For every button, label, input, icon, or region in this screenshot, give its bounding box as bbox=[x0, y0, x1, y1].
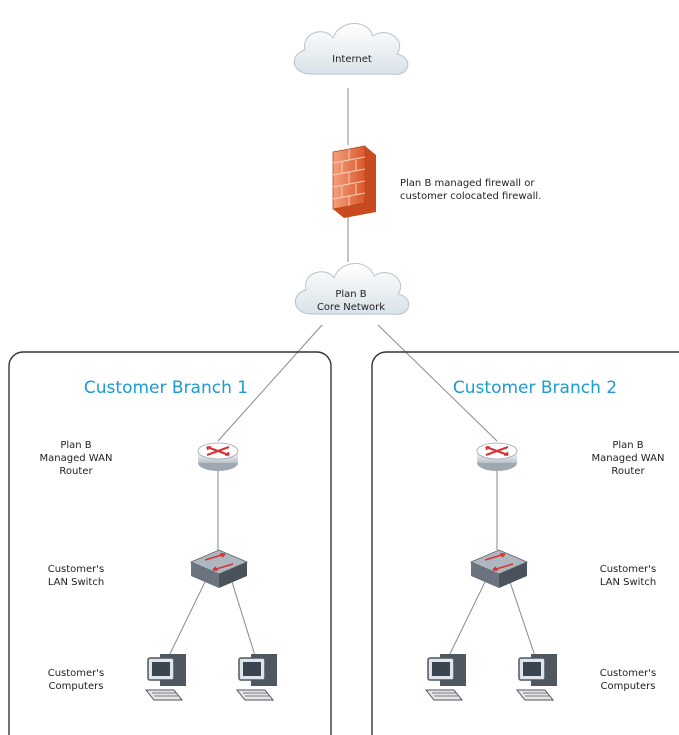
core-network-cloud: Plan B Core Network bbox=[294, 262, 410, 316]
branch-2-router-label-line-2: Managed WAN bbox=[592, 453, 665, 464]
branch-1: Customer Branch 1 Plan B Managed WAN Rou… bbox=[40, 378, 278, 701]
branch-2-box bbox=[371, 351, 679, 735]
core-network-label-line-1: Plan B bbox=[335, 289, 366, 300]
branch-1-switch-label-line-1: Customer's bbox=[48, 564, 105, 575]
branch-1-router-label-line-1: Plan B bbox=[60, 440, 91, 451]
computer-icon bbox=[425, 653, 467, 701]
branch-1-title: Customer Branch 1 bbox=[84, 378, 248, 398]
branch-1-box bbox=[8, 351, 332, 735]
switch-icon bbox=[470, 549, 528, 589]
branch-2-switch-label-line-2: LAN Switch bbox=[600, 577, 656, 588]
branch-2-computers-label-line-1: Customer's bbox=[600, 668, 657, 679]
branch-2: Customer Branch 2 Plan B Managed WAN Rou… bbox=[425, 378, 665, 701]
link-core-router-1 bbox=[217, 324, 323, 442]
branch-1-router-label-line-2: Managed WAN bbox=[40, 453, 113, 464]
branch-1-computers-label-line-2: Computers bbox=[49, 681, 104, 692]
computer-icon bbox=[516, 653, 558, 701]
branch-2-router-label-line-3: Router bbox=[611, 466, 645, 477]
firewall-icon bbox=[332, 145, 376, 218]
link-switch-computer-1a bbox=[165, 581, 206, 663]
firewall-note-line-2: customer colocated firewall. bbox=[400, 191, 541, 202]
connection-lines bbox=[165, 88, 538, 663]
internet-cloud: Internet bbox=[293, 22, 409, 76]
switch-icon bbox=[190, 549, 248, 589]
link-switch-computer-1b bbox=[231, 581, 258, 663]
cloud-icon bbox=[293, 22, 409, 76]
branch-2-title: Customer Branch 2 bbox=[453, 378, 617, 398]
branch-1-computers-label-line-1: Customer's bbox=[48, 668, 105, 679]
link-core-router-2 bbox=[377, 324, 498, 442]
branch-1-router-label-line-3: Router bbox=[59, 466, 93, 477]
router-icon bbox=[476, 442, 518, 472]
computer-icon bbox=[145, 653, 187, 701]
branch-2-router-label-line-1: Plan B bbox=[612, 440, 643, 451]
router-icon bbox=[197, 442, 239, 472]
branch-2-computers-label-line-2: Computers bbox=[601, 681, 656, 692]
core-network-label-line-2: Core Network bbox=[317, 302, 385, 313]
branch-1-switch-label-line-2: LAN Switch bbox=[48, 577, 104, 588]
link-switch-computer-2a bbox=[445, 581, 486, 663]
link-switch-computer-2b bbox=[509, 581, 538, 663]
computer-icon bbox=[236, 653, 278, 701]
branch-2-switch-label-line-1: Customer's bbox=[600, 564, 657, 575]
internet-label: Internet bbox=[332, 54, 372, 65]
firewall: Plan B managed firewall or customer colo… bbox=[332, 145, 541, 218]
firewall-note-line-1: Plan B managed firewall or bbox=[400, 178, 535, 189]
